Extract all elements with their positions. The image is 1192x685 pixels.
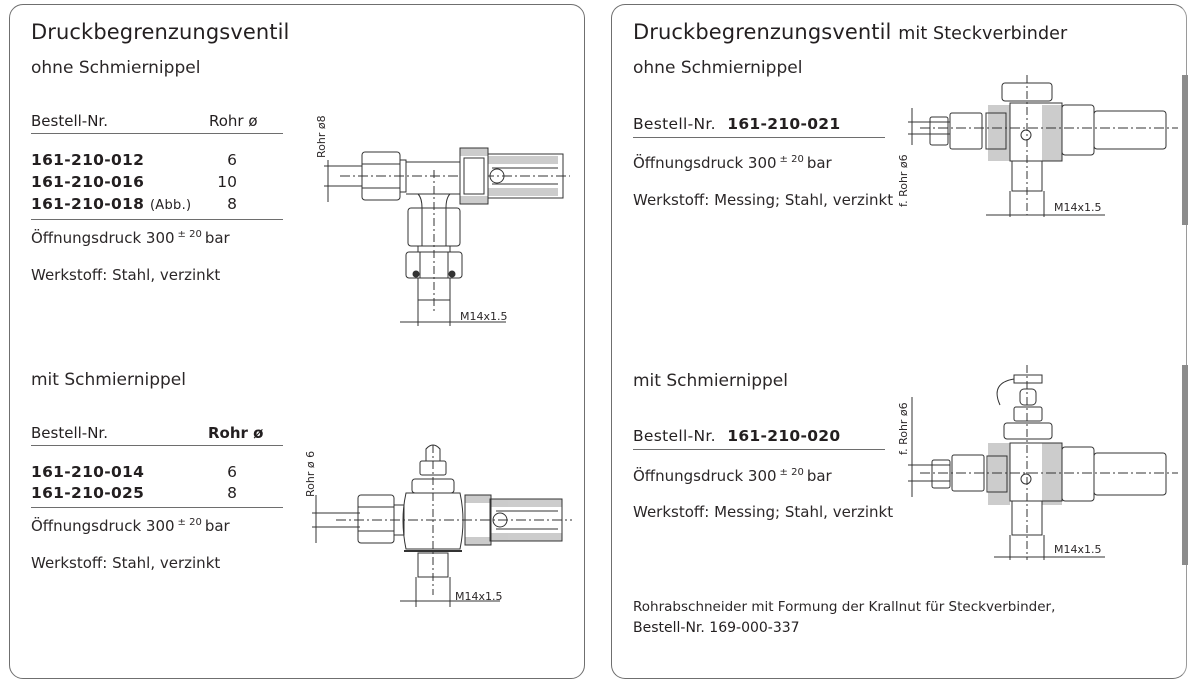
order-label: Bestell-Nr. (633, 115, 716, 133)
table-row-pipe-diameter: 6 (227, 151, 237, 169)
opening-pressure-label: Öffnungsdruck 300 (31, 229, 175, 247)
figure-note: (Abb.) (149, 198, 192, 213)
table-footer-divider (31, 219, 283, 220)
pressure-tolerance: ± 20 (779, 467, 804, 478)
order-number-line: Bestell-Nr. 161-210-020 (633, 427, 840, 445)
table-row-order-no: 161-210-025 (31, 484, 145, 502)
title-main: Druckbegrenzungsventil (633, 20, 892, 44)
material-text: Werkstoff: Stahl, verzinkt (31, 266, 221, 284)
pressure-tolerance: ± 20 (177, 517, 202, 528)
pressure-unit: bar (204, 517, 230, 535)
title-suffix: mit Steckverbinder (898, 24, 1068, 44)
thread-dim: M14x1.5 (455, 590, 503, 603)
pressure-tolerance: ± 20 (177, 229, 202, 240)
pipe-diameter-dim: f. Rohr ø6 (897, 402, 910, 455)
left-panel (9, 4, 585, 679)
table-row-order-no: 161-210-016 (31, 173, 145, 191)
table-header-order-no: Bestell-Nr. (31, 112, 108, 130)
valve-drawing-push-in-with-nipple: f. Rohr ø6 M14x1.5 (897, 365, 1188, 565)
pipe-diameter-dim: Rohr ø 6 (304, 451, 317, 497)
table-header-pipe-diameter: Rohr ø (209, 112, 258, 130)
material-text: Werkstoff: Messing; Stahl, verzinkt (633, 191, 894, 209)
thread-dim: M14x1.5 (1054, 201, 1102, 214)
order-label: Bestell-Nr. (633, 427, 716, 445)
valve-drawing-with-nipple: Rohr ø 6 M14x1.5 (304, 444, 572, 607)
valve-drawing-without-nipple: Rohr ø8 M14x1.5 (315, 115, 570, 326)
left-panel-title: Druckbegrenzungsventil (31, 20, 290, 44)
pressure-unit: bar (806, 154, 832, 172)
footnote-order-no: Bestell-Nr. 169-000-337 (633, 620, 800, 636)
opening-pressure-label: Öffnungsdruck 300 (633, 467, 777, 485)
table-row-order-no: 161-210-014 (31, 463, 145, 481)
table-row-order-no: 161-210-018 (Abb.) (31, 195, 191, 213)
order-no-value: 161-210-021 (727, 115, 841, 133)
table-row-pipe-diameter: 8 (227, 195, 237, 213)
right-panel (611, 4, 1187, 679)
pipe-diameter-dim: Rohr ø8 (315, 115, 328, 158)
left-subtitle-without-nipple: ohne Schmiernippel (31, 58, 201, 78)
order-number-line: Bestell-Nr. 161-210-021 (633, 115, 840, 133)
table-header-order-no: Bestell-Nr. (31, 424, 108, 442)
thread-dim: M14x1.5 (1054, 543, 1102, 556)
pressure-unit: bar (204, 229, 230, 247)
table-row-order-no: 161-210-012 (31, 151, 145, 169)
opening-pressure-label: Öffnungsdruck 300 (31, 517, 175, 535)
table-header-divider (31, 445, 283, 446)
footnote-pipe-cutter: Rohrabschneider mit Formung der Krallnut… (633, 599, 1056, 615)
order-no-value: 161-210-018 (31, 195, 145, 213)
material-text: Werkstoff: Stahl, verzinkt (31, 554, 221, 572)
right-subtitle-with-nipple: mit Schmiernippel (633, 371, 788, 391)
right-panel-title: Druckbegrenzungsventil mit Steckverbinde… (633, 20, 1067, 44)
order-divider (633, 449, 885, 450)
table-header-pipe-diameter: Rohr ø (208, 424, 264, 442)
material-text: Werkstoff: Messing; Stahl, verzinkt (633, 503, 894, 521)
thread-dim: M14x1.5 (460, 310, 508, 323)
right-subtitle-without-nipple: ohne Schmiernippel (633, 58, 803, 78)
pressure-unit: bar (806, 467, 832, 485)
order-divider (633, 137, 885, 138)
table-row-pipe-diameter: 6 (227, 463, 237, 481)
pipe-diameter-dim: f. Rohr ø6 (897, 154, 910, 207)
opening-pressure-label: Öffnungsdruck 300 (633, 154, 777, 172)
table-footer-divider (31, 507, 283, 508)
table-row-pipe-diameter: 8 (227, 484, 237, 502)
left-subtitle-with-nipple: mit Schmiernippel (31, 370, 186, 390)
order-no-value: 161-210-020 (727, 427, 841, 445)
pressure-tolerance: ± 20 (779, 154, 804, 165)
table-header-divider (31, 133, 283, 134)
table-row-pipe-diameter: 10 (217, 173, 237, 191)
valve-drawing-push-in-without-nipple: f. Rohr ø6 M14x1.5 (897, 75, 1188, 225)
